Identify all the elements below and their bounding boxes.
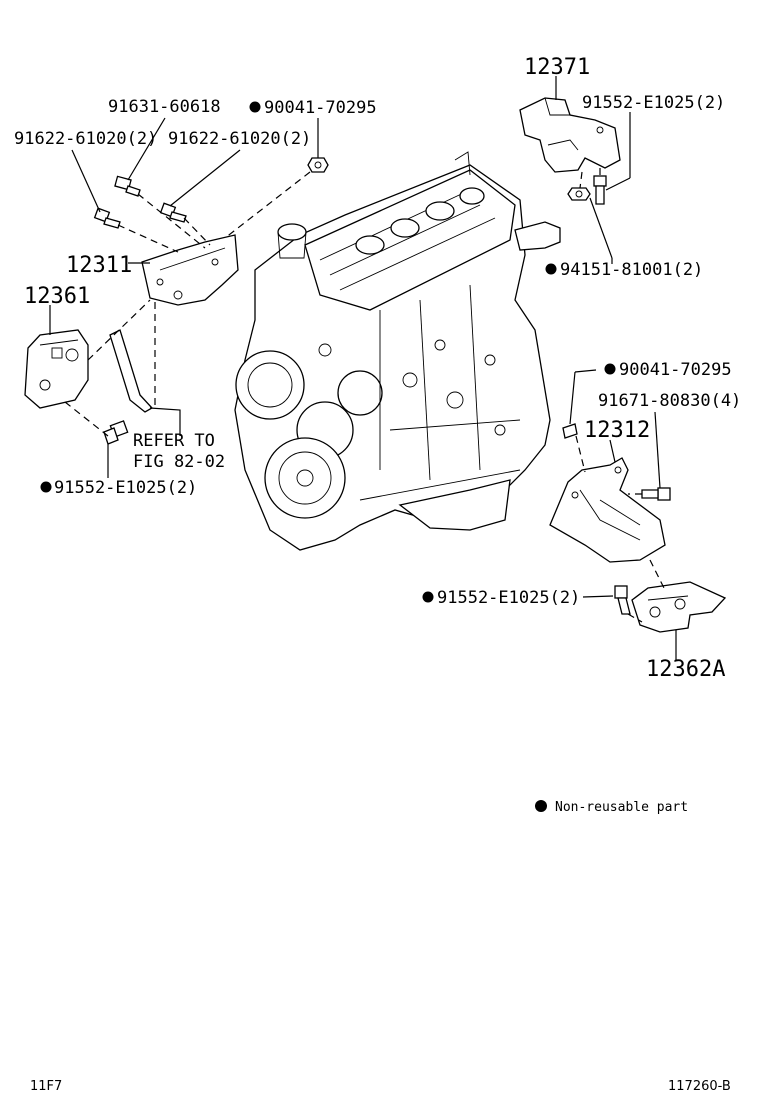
legend-non-reusable-text: Non-reusable part [555, 800, 688, 815]
part-12371-mount-bracket [519, 97, 621, 173]
label-90041-top: 90041-70295 [264, 98, 377, 118]
label-94151: 94151-81001(2) [560, 260, 703, 280]
bolt-91622-right-illustration [159, 202, 187, 223]
label-91552-top: 91552-E1025(2) [582, 93, 725, 113]
engine-assembly-illustration [234, 151, 561, 551]
part-12361-mount-insulator [24, 329, 89, 409]
leader-lines [49, 76, 677, 660]
non-reusable-marker-91552-bottom [422, 591, 434, 603]
non-reusable-marker-94151 [545, 263, 557, 275]
nut-94151-illustration [567, 187, 591, 201]
part-12312-bracket [549, 457, 666, 563]
part-12362A-mount-insulator [631, 581, 727, 633]
bolt-91631-illustration [114, 175, 141, 197]
nut-90041-top-illustration [307, 157, 329, 173]
non-reusable-marker-91552-left [40, 481, 52, 493]
footer-left-code: 11F7 [30, 1079, 62, 1094]
label-12312: 12312 [584, 418, 650, 443]
label-12311: 12311 [66, 253, 132, 278]
refer-to-line2: FIG 82-02 [133, 452, 225, 472]
label-90041-right: 90041-70295 [619, 360, 732, 380]
bolt-91552-left-illustration [103, 420, 129, 445]
footer-right-code: 117260-B [668, 1079, 731, 1094]
non-reusable-marker-90041-top [249, 101, 261, 113]
bolt-91622-left-illustration [93, 207, 121, 229]
label-91622-left: 91622-61020(2) [14, 129, 157, 149]
stay-bracket-illustration [109, 329, 154, 413]
label-91671: 91671-80830(4) [598, 391, 741, 411]
label-12362A: 12362A [646, 657, 725, 682]
label-91552-bottom: 91552-E1025(2) [437, 588, 580, 608]
label-91631: 91631-60618 [108, 97, 221, 117]
label-12361: 12361 [24, 284, 90, 309]
bolt-91552-bottom-illustration [614, 585, 631, 615]
non-reusable-marker-90041-right [604, 363, 616, 375]
refer-to-line1: REFER TO [133, 431, 215, 451]
label-91622-right: 91622-61020(2) [168, 129, 311, 149]
bolt-91671-illustration [641, 487, 671, 501]
nut-90041-right-illustration [562, 423, 578, 439]
legend-non-reusable-marker [535, 800, 547, 812]
part-12311-bracket [141, 234, 239, 306]
bolt-91552-top-illustration [593, 175, 607, 205]
label-12371: 12371 [524, 55, 590, 80]
label-91552-left: 91552-E1025(2) [54, 478, 197, 498]
